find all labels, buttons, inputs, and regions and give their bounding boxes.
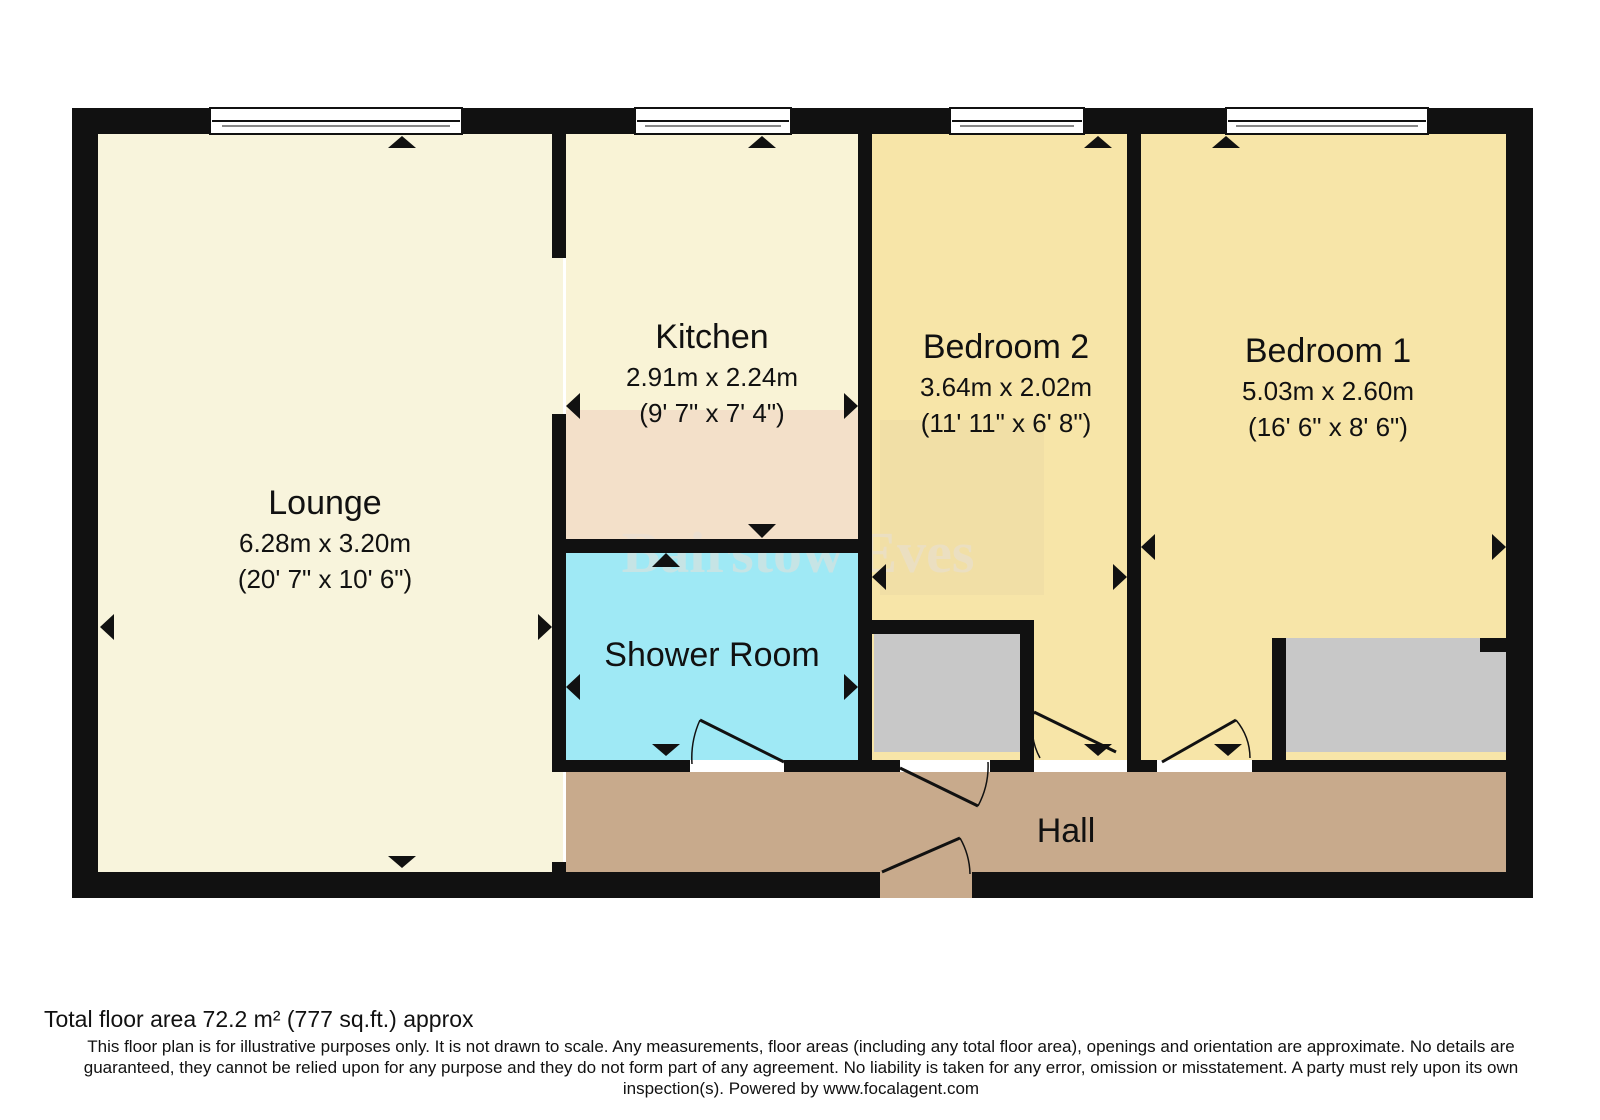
lounge-imperial-dimensions: (20' 7" x 10' 6") bbox=[238, 564, 412, 594]
interior-walls bbox=[552, 134, 1506, 872]
bedroom-2-imperial-dimensions: (11' 11" x 6' 8") bbox=[921, 408, 1092, 438]
watermark-logo-block bbox=[880, 420, 1044, 595]
kitchen-worktop bbox=[566, 410, 858, 539]
windows bbox=[209, 107, 1429, 135]
bedroom-1-imperial-dimensions: (16' 6" x 8' 6") bbox=[1248, 412, 1408, 442]
lounge-label: Lounge bbox=[268, 484, 381, 522]
bedroom-2-metric-dimensions: 3.64m x 2.02m bbox=[920, 372, 1092, 402]
total-floor-area: Total floor area 72.2 m² (777 sq.ft.) ap… bbox=[44, 1006, 474, 1032]
disclaimer-text: This floor plan is for illustrative purp… bbox=[83, 1037, 1519, 1098]
floor-plan: Bairstow Eves bbox=[72, 107, 1533, 898]
kitchen-imperial-dimensions: (9' 7" x 7' 4") bbox=[639, 398, 784, 428]
dimension-arrows bbox=[100, 136, 1506, 868]
bedroom-1-label: Bedroom 1 bbox=[1245, 332, 1411, 370]
bedroom-1-wardrobe bbox=[1286, 638, 1506, 752]
bedroom-1-metric-dimensions: 5.03m x 2.60m bbox=[1242, 376, 1414, 406]
hall-area bbox=[566, 772, 1506, 872]
lounge-area bbox=[98, 134, 563, 872]
bedroom-2-cupboard bbox=[874, 634, 1020, 752]
bedroom-2-label: Bedroom 2 bbox=[923, 328, 1089, 366]
kitchen-metric-dimensions: 2.91m x 2.24m bbox=[626, 362, 798, 392]
hall-label: Hall bbox=[1037, 812, 1096, 850]
lounge-metric-dimensions: 6.28m x 3.20m bbox=[239, 528, 411, 558]
shower-room-label: Shower Room bbox=[604, 636, 819, 674]
kitchen-label: Kitchen bbox=[655, 318, 768, 356]
front-door-opening bbox=[880, 872, 972, 898]
